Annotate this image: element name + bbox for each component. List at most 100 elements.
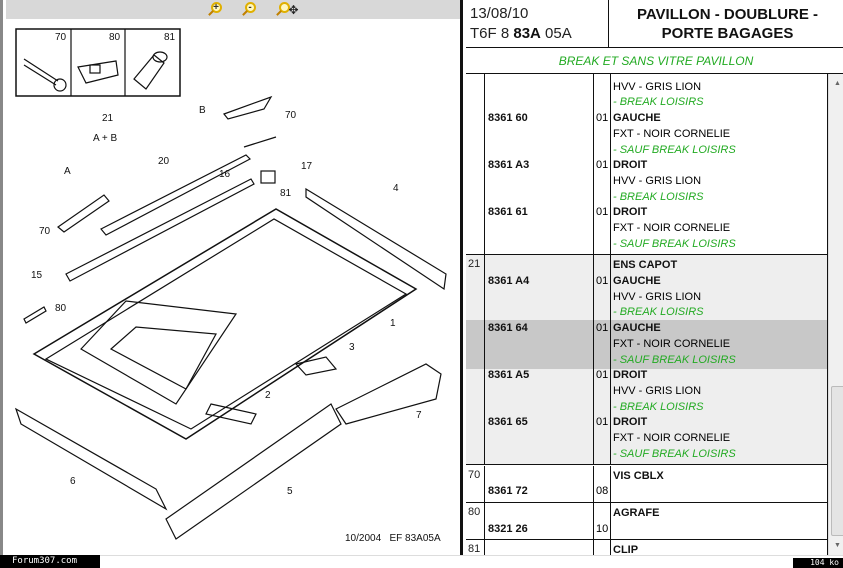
description: CLIP bbox=[613, 544, 639, 555]
description: GAUCHE bbox=[613, 74, 661, 79]
description: - SAUF BREAK LOISIRS bbox=[613, 447, 736, 460]
zoom-out-button[interactable]: - bbox=[241, 1, 261, 18]
callout-2: 2 bbox=[265, 390, 271, 401]
page-size: 104 ko bbox=[793, 558, 843, 568]
cell-ref: 21 bbox=[466, 255, 485, 465]
description: DROIT bbox=[613, 369, 648, 382]
cell-ref: 80 bbox=[466, 502, 485, 540]
description: FXT - NOIR CORNELIE bbox=[613, 432, 731, 445]
callout-3: 3 bbox=[349, 342, 355, 353]
cell-part bbox=[485, 465, 594, 502]
table-row[interactable]: 70 VIS CBLX 8361 72 08 bbox=[466, 465, 827, 503]
diagram-reference: 10/2004 EF 83A05A bbox=[345, 533, 441, 544]
part-number[interactable]: 8361 65 bbox=[488, 416, 528, 429]
cell-part bbox=[485, 502, 594, 540]
callout-80: 80 bbox=[55, 303, 67, 314]
part-number[interactable]: 8361 A4 bbox=[488, 275, 530, 288]
table-row[interactable]: 81CLIP8321 3902 bbox=[466, 540, 827, 555]
zoom-in-icon: + bbox=[210, 2, 222, 13]
description: VIS CBLX bbox=[613, 469, 664, 482]
callout-70-left: 70 bbox=[39, 226, 51, 237]
callout-a-plus-b: A + B bbox=[93, 133, 118, 144]
header-info: 13/08/10 T6F 8 83A 05A bbox=[466, 0, 609, 47]
parts-diagram[interactable] bbox=[6, 19, 463, 555]
callout-70: 70 bbox=[285, 110, 297, 121]
description: DROIT bbox=[613, 416, 648, 429]
reference-code: T6F 8 83A 05A bbox=[470, 25, 572, 42]
description: GAUCHE bbox=[613, 322, 661, 335]
zoom-pan-icon bbox=[278, 2, 290, 13]
description: HVV - GRIS LION bbox=[613, 384, 702, 397]
callout-17: 17 bbox=[301, 161, 313, 172]
callout-1: 1 bbox=[390, 318, 396, 329]
callout-6: 6 bbox=[70, 476, 76, 487]
description: HVV - GRIS LION bbox=[613, 80, 702, 93]
description: FXT - NOIR CORNELIE bbox=[613, 222, 731, 234]
part-number[interactable]: 8361 72 bbox=[488, 485, 528, 498]
cell-qty bbox=[594, 465, 611, 502]
callout-20: 20 bbox=[158, 156, 170, 167]
quantity: 01 bbox=[596, 275, 609, 288]
quantity: 01 bbox=[596, 416, 609, 429]
callout-b: B bbox=[199, 105, 206, 116]
quantity: 01 bbox=[596, 159, 609, 172]
part-number[interactable]: 8361 A3 bbox=[488, 159, 530, 172]
scrollbar[interactable]: ▲ ▼ bbox=[828, 74, 843, 555]
description: - SAUF BREAK LOISIRS bbox=[613, 237, 736, 250]
quantity: 01 bbox=[596, 206, 609, 219]
cell-part bbox=[485, 255, 594, 465]
scroll-up-icon[interactable]: ▲ bbox=[834, 80, 841, 87]
callout-7: 7 bbox=[416, 410, 422, 421]
zoom-in-button[interactable]: + bbox=[207, 1, 227, 18]
cell-desc bbox=[611, 540, 827, 555]
part-number[interactable]: 8361 A5 bbox=[488, 369, 530, 382]
scrollbar-thumb[interactable] bbox=[831, 386, 843, 536]
subtitle: BREAK ET SANS VITRE PAVILLON bbox=[466, 47, 843, 74]
watermark: Forum307.com bbox=[0, 555, 100, 568]
quantity: 10 bbox=[596, 522, 609, 535]
callout-4: 4 bbox=[393, 183, 399, 194]
page-title: PAVILLON - DOUBLURE - PORTE BAGAGES bbox=[609, 0, 843, 47]
quantity: 01 bbox=[596, 112, 609, 125]
quantity: 08 bbox=[596, 485, 609, 498]
scroll-down-icon[interactable]: ▼ bbox=[834, 542, 841, 549]
callout-21: 21 bbox=[102, 113, 114, 124]
zoom-toolbar: + - ✥ bbox=[6, 0, 463, 19]
part-number[interactable]: 8361 60 bbox=[488, 112, 528, 125]
description: HVV - GRIS LION bbox=[613, 290, 702, 303]
callout-a: A bbox=[64, 166, 71, 177]
description: - SAUF BREAK LOISIRS bbox=[613, 143, 736, 156]
cell-qty bbox=[594, 255, 611, 465]
zoom-pan-button[interactable]: ✥ bbox=[275, 1, 303, 18]
description: FXT - NOIR CORNELIE bbox=[613, 337, 731, 350]
cell-ref bbox=[466, 74, 485, 255]
part-number[interactable]: 8321 26 bbox=[488, 522, 528, 535]
part-number[interactable]: 8361 64 bbox=[488, 322, 528, 335]
title-line-1: PAVILLON - DOUBLURE - bbox=[636, 6, 819, 23]
part-number[interactable]: 8361 61 bbox=[488, 206, 528, 219]
description: - SAUF BREAK LOISIRS bbox=[613, 353, 736, 366]
description: ENS CAPOT bbox=[613, 259, 678, 272]
part-number[interactable]: 8361 A2 bbox=[488, 74, 529, 79]
callout-15: 15 bbox=[31, 270, 43, 281]
cell-part bbox=[485, 74, 594, 255]
description: DROIT bbox=[613, 159, 648, 172]
quantity: 01 bbox=[596, 369, 609, 382]
cell-ref: 70 bbox=[466, 465, 485, 502]
cell-qty bbox=[594, 540, 611, 555]
table-row[interactable]: 80 AGRAFE 8321 26 10 bbox=[466, 502, 827, 541]
title-line-2: PORTE BAGAGES bbox=[661, 25, 794, 42]
inset-label-81: 81 bbox=[164, 32, 176, 43]
description: AGRAFE bbox=[613, 506, 660, 519]
selected-row[interactable] bbox=[466, 320, 827, 370]
description: - BREAK LOISIRS bbox=[613, 190, 704, 203]
parts-list-panel: 13/08/10 T6F 8 83A 05A PAVILLON - DOUBLU… bbox=[460, 0, 843, 555]
inset-label-70: 70 bbox=[55, 32, 67, 43]
description: - BREAK LOISIRS bbox=[613, 96, 704, 109]
move-icon: ✥ bbox=[288, 3, 299, 17]
cell-qty bbox=[594, 74, 611, 255]
diagram-panel: + - ✥ 70 80 81 21 A + B B 70 17 81 20 16… bbox=[0, 0, 463, 555]
description: FXT - NOIR CORNELIE bbox=[613, 127, 731, 140]
